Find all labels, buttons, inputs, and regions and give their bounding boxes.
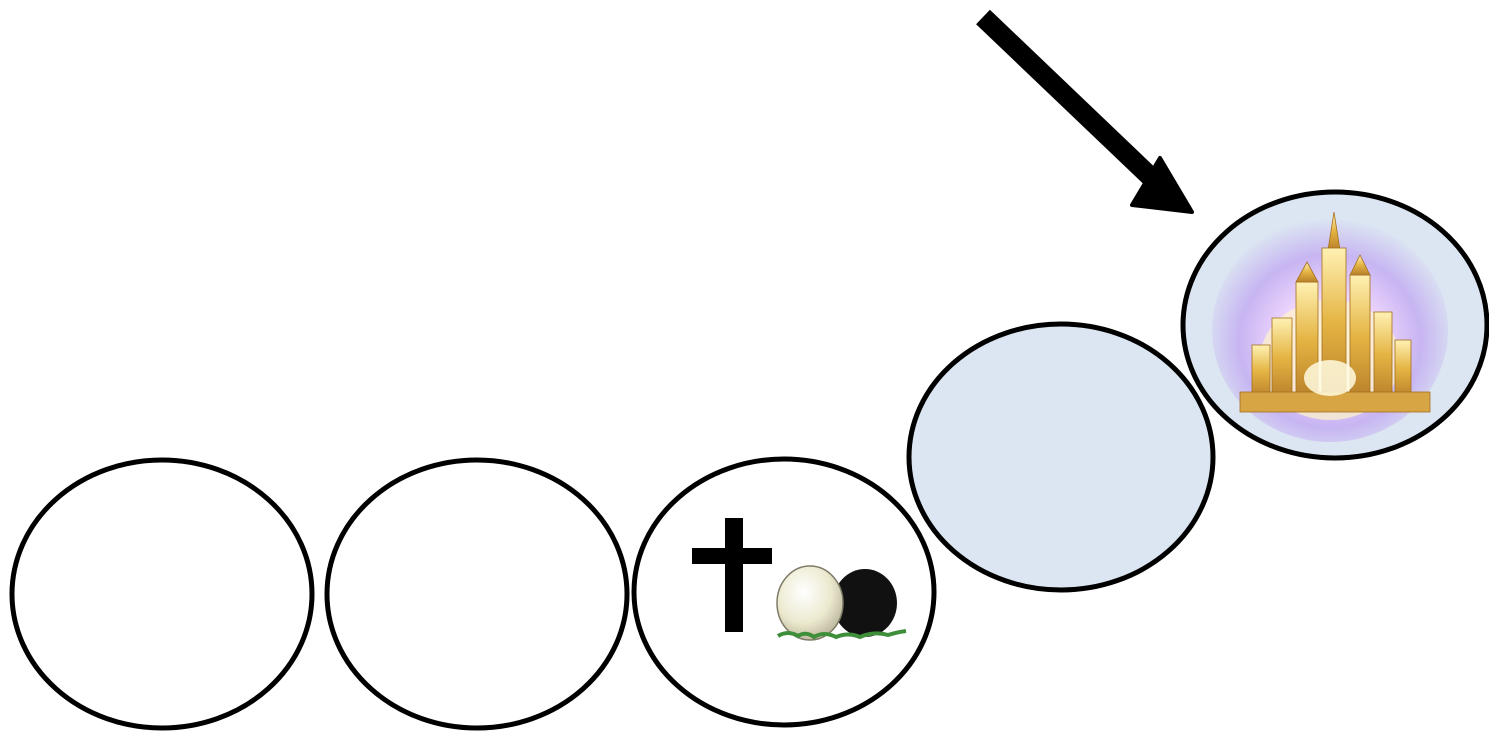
step-oval-4 [906,321,1216,593]
cross-icon [725,518,743,632]
golden-city-icon [1212,211,1448,442]
cross-and-tomb-icon [692,518,907,641]
step-oval-1 [9,457,315,731]
step-oval-5 [1180,189,1489,461]
step-oval-2 [324,457,630,731]
tomb-icon [776,565,907,641]
arrow-down-right-icon [976,9,1194,214]
